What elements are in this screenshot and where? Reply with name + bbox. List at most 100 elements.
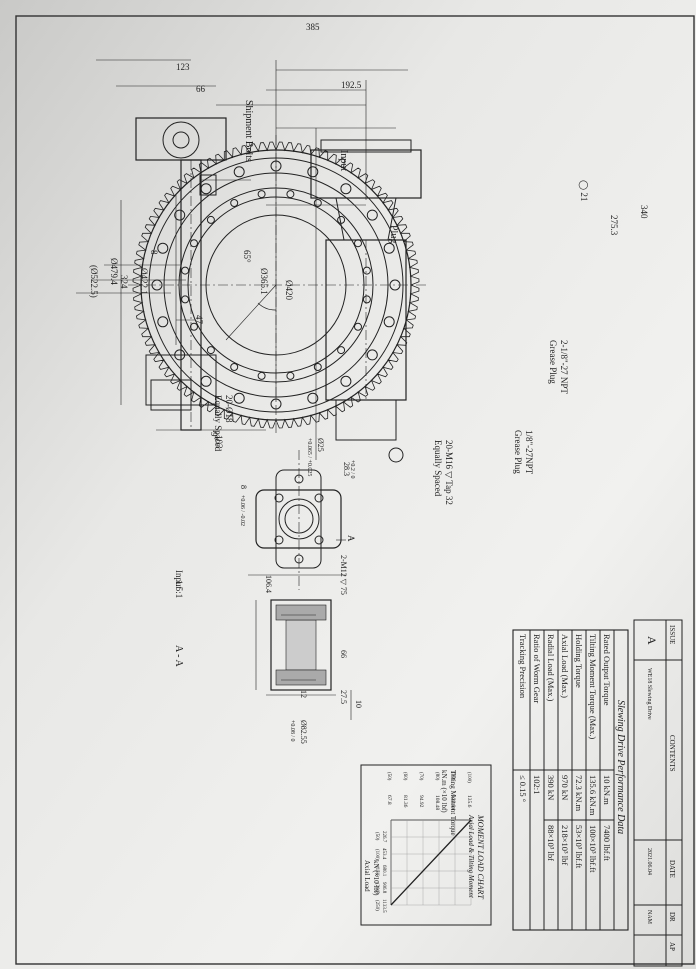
chart-ytick-imp: (100) bbox=[466, 772, 471, 783]
perf-row-si: ≤ 0.15 ° bbox=[518, 775, 528, 802]
inner-bolt-hole bbox=[230, 363, 239, 371]
flange-8: 8 bbox=[239, 485, 248, 489]
flange-28-3-tol: +0.2 / 0 bbox=[349, 460, 355, 479]
chart-xtick: 453.4 bbox=[381, 848, 386, 860]
chart-ylabel: Tilting Moment Torque bbox=[449, 770, 457, 836]
chart-yunit: kN.m (×10 lbf) bbox=[440, 770, 448, 813]
outer-bolt-hole bbox=[307, 392, 319, 404]
tb-ap: AP bbox=[668, 942, 676, 951]
perf-row-si: 10 kN.m bbox=[602, 775, 612, 805]
dim-385: 385 bbox=[306, 22, 320, 32]
inner-bolt-hole bbox=[181, 295, 190, 304]
chart-ytick: 81.36 bbox=[402, 795, 408, 808]
label-holes-m16-b: Equally Spaced bbox=[433, 440, 443, 497]
dim-192-5: 192.5 bbox=[341, 80, 362, 90]
chart-xtick: 680.1 bbox=[381, 865, 386, 877]
perf-row-imp: 88×10³ lbf bbox=[546, 825, 556, 861]
outer-bolt-hole bbox=[366, 349, 378, 361]
inner-bolt-hole bbox=[286, 190, 295, 199]
chart-ytick: 122.04 bbox=[450, 795, 456, 810]
perf-row-label: Radial Load (Max.) bbox=[546, 634, 556, 701]
inner-bolt-hole bbox=[362, 266, 371, 275]
inner-bolt-hole bbox=[313, 363, 322, 371]
flange-section-mark: A bbox=[346, 535, 356, 542]
outer-bolt-hole bbox=[200, 183, 212, 195]
chart-ytick: 94.92 bbox=[418, 795, 424, 808]
inner-bolt-hole bbox=[257, 190, 266, 199]
inner-bolt-hole bbox=[362, 295, 371, 304]
inner-bolt-hole bbox=[206, 215, 215, 224]
perf-row-label: Ratio of Worm Gear bbox=[532, 634, 542, 703]
tb-dr: DR bbox=[668, 912, 676, 922]
label-shipment-bolts: Shipment Bolts bbox=[243, 100, 254, 162]
moment-curve bbox=[390, 819, 472, 906]
inner-bolt-hole bbox=[257, 371, 266, 380]
outer-bolt-hole bbox=[233, 166, 245, 178]
chart-xtick-imp: (200) bbox=[374, 883, 379, 894]
flange-25: Ø25 bbox=[316, 438, 325, 452]
inner-bolt-hole bbox=[313, 199, 322, 207]
perf-row-si: 102:1 bbox=[532, 775, 542, 794]
dim-21: ◯ 21 bbox=[578, 180, 589, 201]
perf-row-label: Holding Torque bbox=[574, 634, 584, 688]
perf-row-si: 970 kN bbox=[560, 775, 570, 800]
perf-row-imp: 218×10³ lbf bbox=[560, 825, 570, 865]
performance-table bbox=[512, 629, 629, 931]
chart-xtick-imp: (150) bbox=[374, 866, 379, 877]
inner-bolt-hole bbox=[354, 322, 362, 331]
chart-xtick: 1133.5 bbox=[381, 899, 386, 913]
section-view bbox=[255, 599, 352, 720]
outer-bolt-hole bbox=[307, 166, 319, 178]
chart-ticks: 135.6(100)122.04(90)108.48(80)94.92(70)8… bbox=[374, 772, 472, 913]
outer-bolt-hole bbox=[366, 209, 378, 221]
tb-contents: CONTENTS bbox=[668, 735, 676, 772]
chart-ytick-imp: (80) bbox=[434, 772, 439, 781]
outer-bolt-hole bbox=[383, 316, 395, 328]
chart-xlabel: Axial Load bbox=[363, 860, 371, 892]
flange-8-tol: +0.06 / -0.02 bbox=[239, 495, 245, 526]
section-12: 12 bbox=[299, 690, 308, 698]
dim-8: 8 bbox=[149, 250, 159, 255]
perf-row-label: Axial Load (Max.) bbox=[560, 634, 570, 698]
dim-522-5: (Ø522.5) bbox=[89, 265, 99, 298]
inner-bolt-hole bbox=[286, 371, 295, 380]
perf-row-label: Tilting Moment Torque (Max.) bbox=[588, 634, 598, 739]
dim-324: 324 bbox=[119, 275, 129, 289]
inner-bolt-hole bbox=[230, 199, 239, 207]
top-dimensions bbox=[216, 60, 408, 400]
outer-bolt-hole bbox=[174, 209, 186, 221]
chart-ytick-imp: (90) bbox=[450, 772, 455, 781]
chart-ytick-imp: (60) bbox=[402, 772, 407, 781]
tb-dr-value: NAM bbox=[646, 910, 652, 925]
dim-275-3: 275.3 bbox=[609, 215, 619, 236]
dim-422-1: Ø422.1 bbox=[139, 268, 149, 295]
tb-rev: A bbox=[645, 636, 659, 645]
label-npt-2: 1/8"-27NPT bbox=[524, 430, 534, 475]
label-holes-m16: 20-M16 ▽ Tap 32 bbox=[444, 440, 454, 505]
tb-date: DATE bbox=[668, 860, 676, 878]
section-82-55-tol: +0.08 / 0 bbox=[289, 720, 295, 742]
section-66: 66 bbox=[339, 650, 348, 658]
outer-bolt-hole bbox=[340, 375, 352, 387]
chart-ytick: 108.48 bbox=[434, 795, 440, 810]
perf-row-si: 135.6 kN.m bbox=[588, 775, 598, 816]
dim-365-1: Ø365.1 bbox=[259, 268, 269, 295]
inner-bolt-hole bbox=[337, 346, 346, 355]
chart-title: MOMENT LOAD CHART bbox=[476, 814, 485, 899]
label-plug: Plug bbox=[388, 225, 399, 243]
perf-row-imp: 100×10³ lbf.ft bbox=[588, 825, 598, 873]
label-input: Input bbox=[338, 150, 349, 171]
angle-9: 9° bbox=[209, 432, 219, 441]
inner-bolt-holes bbox=[181, 190, 371, 380]
angle-65: 65° bbox=[242, 250, 252, 263]
section-82-55: Ø82.55 bbox=[299, 720, 308, 744]
flange-view bbox=[248, 450, 346, 590]
perf-title: Slewing Drive Performance Data bbox=[615, 700, 626, 834]
flange-25-tol: +0.065 / +0.025 bbox=[306, 438, 312, 476]
inner-bolt-hole bbox=[190, 239, 198, 248]
title-block bbox=[633, 619, 683, 967]
